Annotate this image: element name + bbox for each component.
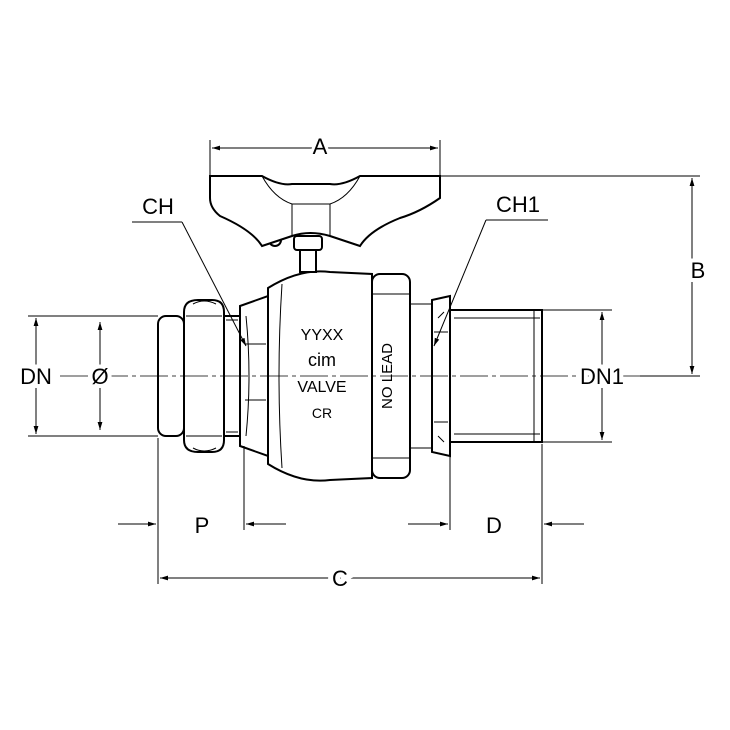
marking-cr: CR (312, 405, 332, 421)
valve-geometry (157, 175, 543, 482)
marking-yyxx: YYXX (301, 327, 344, 344)
ch1-label: CH1 (496, 192, 540, 217)
dimension-d-label: D (486, 513, 502, 538)
ch1-leader (433, 219, 487, 347)
dimension-dn-label: DN (20, 364, 52, 389)
dimensions: A B C P D DN Ø DN1 (16, 131, 709, 596)
dimension-b-label: B (691, 258, 706, 283)
dimension-c-label: C (332, 566, 348, 591)
dimension-p-label: P (195, 513, 210, 538)
marking-valve: VALVE (297, 379, 346, 396)
dimension-dn1-label: DN1 (580, 364, 624, 389)
butterfly-handle (209, 175, 441, 248)
ch-leader (181, 221, 247, 347)
ch-label: CH (142, 194, 174, 219)
dimension-a-label: A (313, 134, 328, 159)
dimension-diameter-label: Ø (91, 364, 108, 389)
marking-logo: cim (308, 350, 336, 370)
